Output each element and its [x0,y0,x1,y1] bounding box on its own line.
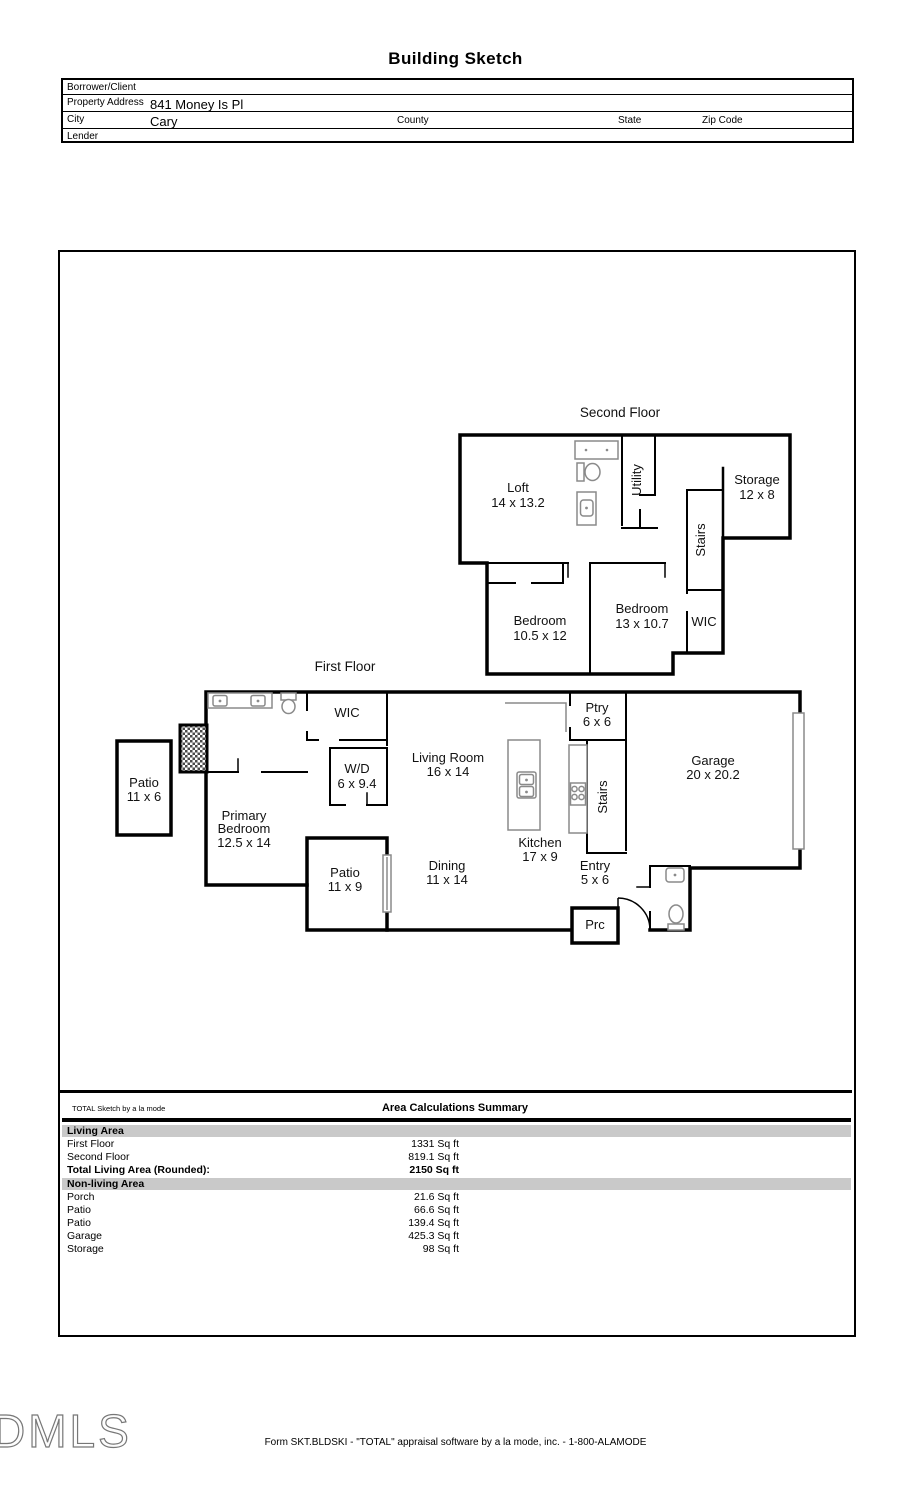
interior-walls [206,434,724,931]
city-label: City [67,114,85,125]
entry-label: Entry [580,858,611,873]
toilet-tank-2f [576,462,585,482]
living-room-label: Living Room [412,750,484,765]
row-borrower: Borrower/Client [63,80,852,95]
patio-left-dims: 11 x 6 [127,789,161,804]
property-address-label: Property Address [67,97,144,108]
pantry-dims: 6 x 6 [583,714,611,729]
wd-label: W/D [344,761,369,776]
pantry-label: Ptry [585,700,609,715]
primary-bedroom-l3: 12.5 x 14 [217,835,271,850]
table-row: Second Floor 819.1 Sq ft [67,1151,459,1163]
loft-dims: 14 x 13.2 [491,495,545,510]
row-lender: Lender [63,129,852,143]
row-city: City Cary County State Zip Code [63,112,852,129]
utility-label: Utility [629,464,644,496]
shower-stall [178,723,209,774]
bedroom2-dims: 13 x 10.7 [615,616,669,631]
entry-door-swing [617,897,651,931]
halfbath-toilet-bowl [668,904,684,924]
property-address-value: 841 Money Is Pl [150,97,244,112]
outer-walls [115,433,802,945]
summary-brand: TOTAL Sketch by a la mode [72,1104,166,1113]
halfbath-toilet-tank [667,923,685,931]
second-floor-outline [458,433,792,676]
sketch-area: Second Floor Loft 14 x 13.2 Storage 12 x… [58,250,856,1337]
patio-mid-label: Patio [330,865,360,880]
entry-dims: 5 x 6 [581,872,609,887]
property-info-table: Borrower/Client Property Address 841 Mon… [61,78,854,143]
storage-label: Storage [734,472,780,487]
summary-title: Area Calculations Summary [381,1102,529,1114]
patio-left-label: Patio [129,775,159,790]
dining-label: Dining [429,858,466,873]
bedroom2-label: Bedroom [616,601,669,616]
first-floor-outline [204,690,802,932]
second-floor-title: Second Floor [580,405,661,420]
patio-mid-dims: 11 x 9 [328,879,362,894]
living-area-header: Living Area [62,1125,851,1137]
table-row: Patio 139.4 Sq ft [67,1217,459,1229]
stairs-1f-label: Stairs [595,780,610,814]
toilet-bowl-1f [281,698,296,715]
summary-table: Living Area First Floor 1331 Sq ft Secon… [62,1124,851,1256]
kitchen-label: Kitchen [518,835,561,850]
table-row: Garage 425.3 Sq ft [67,1230,459,1242]
summary-title-bar [62,1118,851,1122]
summary-divider [60,1090,852,1093]
table-row: Storage 98 Sq ft [67,1243,459,1255]
garage-dims: 20 x 20.2 [686,767,740,782]
second-floor-labels: Second Floor Loft 14 x 13.2 Storage 12 x… [491,405,780,643]
first-floor-labels: First Floor Patio 11 x 6 Primary Bedroom… [127,659,740,932]
wd-dims: 6 x 9.4 [337,776,376,791]
form-footer-line: Form SKT.BLDSKI - "TOTAL" appraisal soft… [264,1437,647,1448]
kitchen-dims: 17 x 9 [522,849,557,864]
floor-plan-drawing: Second Floor Loft 14 x 13.2 Storage 12 x… [115,405,805,945]
wic-1f-label: WIC [334,705,359,720]
storage-dims: 12 x 8 [739,487,774,502]
stairs-2f-label: Stairs [693,523,708,557]
fixtures [207,440,805,931]
page-title: Building Sketch [388,49,523,68]
county-label: County [397,115,429,126]
fixture-dots [218,448,677,877]
state-label: State [618,115,642,126]
lender-label: Lender [67,131,99,142]
toilet-bowl-2f [584,462,601,482]
vanity-2f [574,440,619,460]
table-row: Patio 66.6 Sq ft [67,1204,459,1216]
bedroom1-label: Bedroom [514,613,567,628]
total-living-area-row: Total Living Area (Rounded): 2150 Sq ft [67,1164,459,1176]
garage-door [792,712,805,850]
porch-label: Prc [585,917,605,932]
primary-bedroom-l1: Primary [222,808,267,823]
first-floor-title: First Floor [315,659,376,674]
garage-label: Garage [691,753,734,768]
borrower-label: Borrower/Client [67,82,136,93]
dmls-logo: DMLS [0,1404,132,1457]
table-row: Porch 21.6 Sq ft [67,1191,459,1203]
row-property-address: Property Address 841 Money Is Pl [63,95,852,112]
patio-left-box [115,739,173,837]
wic-2f-label: WIC [691,614,716,629]
primary-bedroom-l2: Bedroom [218,821,271,836]
bedroom1-dims: 10.5 x 12 [513,628,567,643]
living-room-dims: 16 x 14 [427,764,470,779]
loft-label: Loft [507,480,529,495]
table-row: First Floor 1331 Sq ft [67,1138,459,1150]
zipcode-label: Zip Code [702,115,743,126]
city-value: Cary [150,114,178,129]
dining-dims: 11 x 14 [426,872,468,887]
nonliving-area-header: Non-living Area [62,1178,851,1190]
kitchen-counter-top [505,702,567,732]
